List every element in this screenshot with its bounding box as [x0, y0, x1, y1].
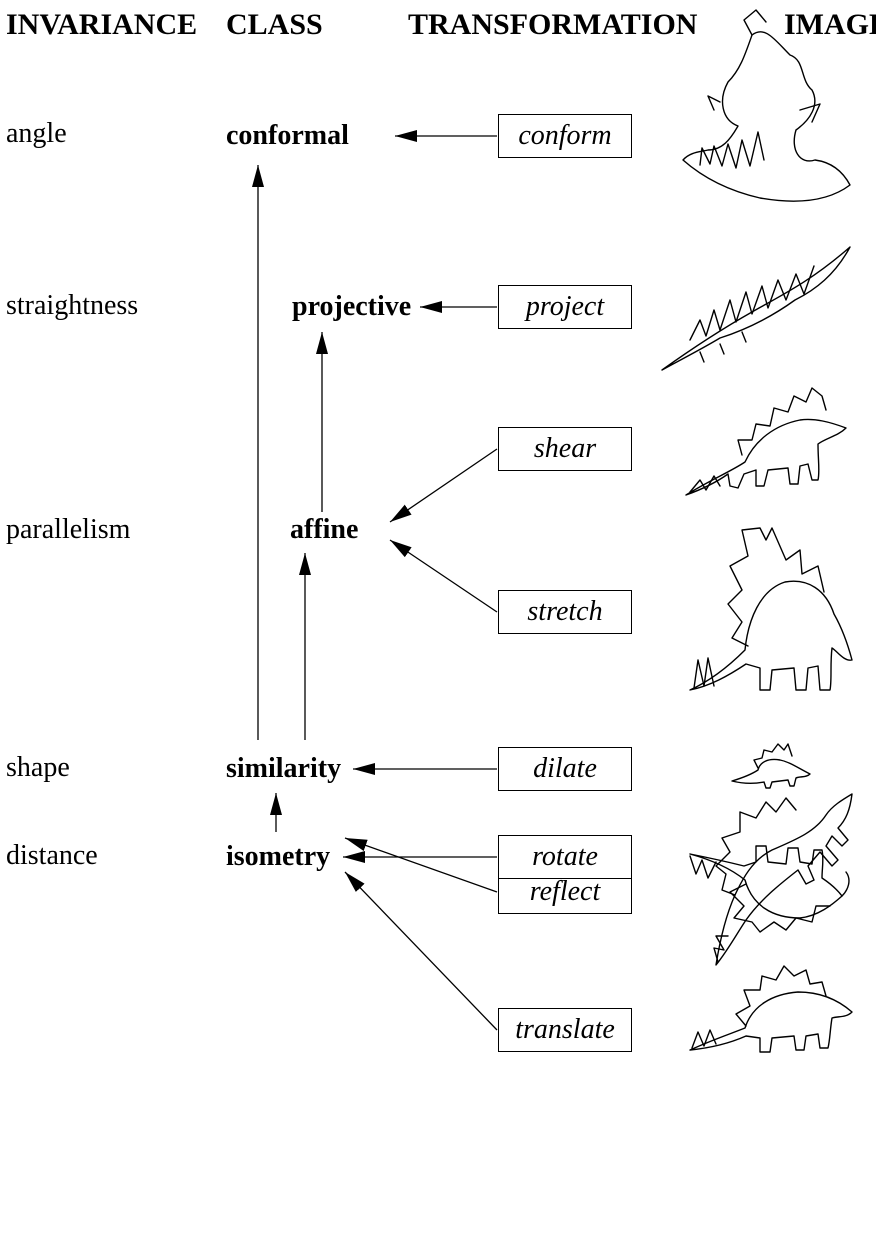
class-isometry: isometry: [226, 841, 331, 872]
transformation-dilate: dilate: [498, 747, 632, 791]
transformation-rotate: rotate: [498, 835, 632, 879]
invariance-angle: angle: [6, 118, 67, 149]
class-projective: projective: [292, 291, 412, 322]
class-similarity: similarity: [226, 753, 342, 784]
transformation-conform: conform: [498, 114, 632, 158]
transformation-translate: translate: [498, 1008, 632, 1052]
stegosaurus-dilated-icon: [731, 743, 811, 789]
stegosaurus-reflected-icon: [689, 845, 850, 933]
arrow-translate-to-isometry: [344, 871, 498, 1031]
transformation-stretch: stretch: [498, 590, 632, 634]
header-transformation: TRANSFORMATION: [408, 8, 698, 41]
stegosaurus-projected-icon: [661, 246, 851, 371]
header-class: CLASS: [226, 8, 323, 41]
arrow-reflect-to-isometry: [344, 837, 498, 893]
stegosaurus-stretched-icon: [689, 527, 853, 691]
arrow-shear-to-affine: [389, 448, 498, 523]
header-image: IMAGE: [784, 8, 876, 41]
stegosaurus-conformal-icon: [682, 9, 851, 202]
class-affine: affine: [290, 514, 359, 545]
header-invariance: INVARIANCE: [6, 8, 198, 41]
stegosaurus-rotated-icon: [713, 793, 853, 966]
invariance-parallelism: parallelism: [6, 514, 131, 545]
transformation-project: project: [498, 285, 632, 329]
invariance-shape: shape: [6, 752, 70, 783]
stegosaurus-translated-icon: [689, 965, 853, 1053]
invariance-distance: distance: [6, 840, 98, 871]
stegosaurus-sheared-icon: [685, 387, 847, 496]
invariance-straightness: straightness: [6, 290, 139, 321]
class-conformal: conformal: [226, 120, 349, 151]
transformation-shear: shear: [498, 427, 632, 471]
arrow-stretch-to-affine: [389, 539, 498, 613]
